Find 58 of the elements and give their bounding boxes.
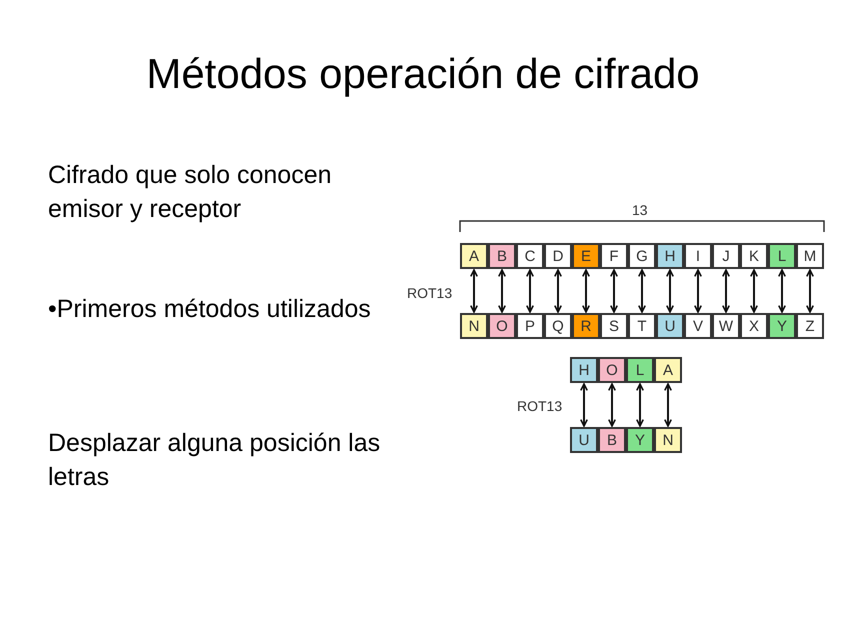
letter-cell: U xyxy=(656,313,684,339)
double-arrow xyxy=(778,269,786,313)
letter-cell: B xyxy=(598,427,626,453)
double-arrow xyxy=(666,269,674,313)
letter-cell: A xyxy=(460,243,488,269)
rot13-label: ROT13 xyxy=(407,285,452,301)
double-arrow xyxy=(526,269,534,313)
letter-cell: H xyxy=(570,357,598,383)
letter-cell: F xyxy=(600,243,628,269)
letter-cell: U xyxy=(570,427,598,453)
letter-cell: Y xyxy=(626,427,654,453)
double-arrow xyxy=(806,269,814,313)
slide-title: Métodos operación de cifrado xyxy=(145,50,701,98)
letter-cell: W xyxy=(712,313,740,339)
letter-cell: P xyxy=(516,313,544,339)
letter-cell: K xyxy=(740,243,768,269)
letter-cell: N xyxy=(654,427,682,453)
double-arrow xyxy=(694,269,702,313)
letter-cell: V xyxy=(684,313,712,339)
double-arrow xyxy=(750,269,758,313)
letter-cell: S xyxy=(600,313,628,339)
letter-cell: R xyxy=(572,313,600,339)
letter-cell: M xyxy=(796,243,824,269)
letter-cell: Q xyxy=(544,313,572,339)
double-arrow xyxy=(608,383,616,427)
double-arrow xyxy=(722,269,730,313)
rot13-label: ROT13 xyxy=(517,398,562,414)
letter-cell: D xyxy=(544,243,572,269)
bullet-text: •Primeros métodos utilizados xyxy=(48,294,372,325)
letter-cell: Y xyxy=(768,313,796,339)
body-text: Desplazar alguna posición las letras xyxy=(48,428,382,493)
letter-cell: E xyxy=(572,243,600,269)
letter-cell: T xyxy=(628,313,656,339)
letter-cell: O xyxy=(598,357,626,383)
letter-cell: L xyxy=(768,243,796,269)
letter-cell: N xyxy=(460,313,488,339)
letter-cell: O xyxy=(488,313,516,339)
letter-cell: H xyxy=(656,243,684,269)
letter-cell: L xyxy=(626,357,654,383)
letter-cell: G xyxy=(628,243,656,269)
double-arrow xyxy=(554,269,562,313)
dimension-label: 13 xyxy=(632,202,648,218)
letter-cell: A xyxy=(654,357,682,383)
double-arrow xyxy=(498,269,506,313)
body-text: Cifrado que solo conocen emisor y receptor xyxy=(48,160,333,225)
double-arrow xyxy=(610,269,618,313)
letter-cell: I xyxy=(684,243,712,269)
letter-cell: X xyxy=(740,313,768,339)
letter-cell: C xyxy=(516,243,544,269)
double-arrow xyxy=(664,383,672,427)
double-arrow xyxy=(638,269,646,313)
double-arrow xyxy=(580,383,588,427)
double-arrow xyxy=(470,269,478,313)
letter-cell: J xyxy=(712,243,740,269)
letter-cell: B xyxy=(488,243,516,269)
letter-cell: Z xyxy=(796,313,824,339)
double-arrow xyxy=(582,269,590,313)
double-arrow xyxy=(636,383,644,427)
